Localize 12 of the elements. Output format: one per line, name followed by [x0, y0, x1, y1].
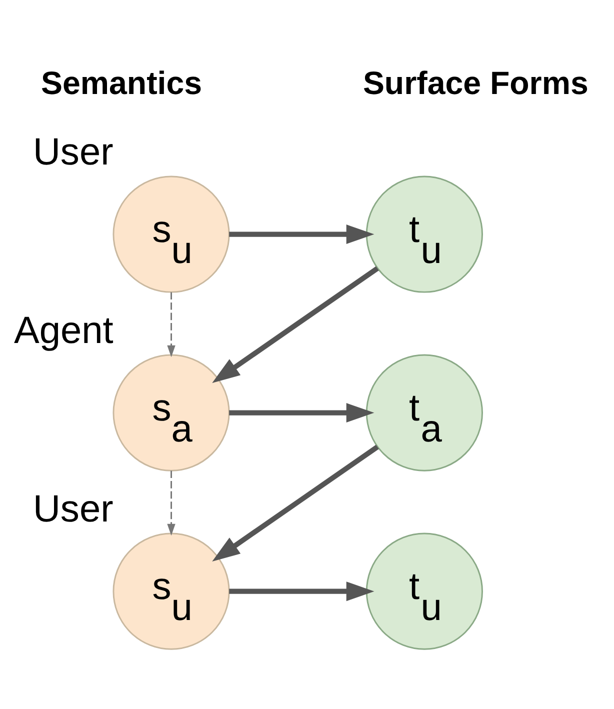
arrow	[212, 444, 379, 562]
node-label: User	[32, 130, 114, 173]
arrow	[229, 581, 374, 601]
arrow	[229, 402, 374, 422]
arrow	[167, 292, 176, 357]
arrow	[167, 470, 176, 536]
arrow	[229, 224, 374, 244]
arrow	[212, 266, 379, 383]
label: Semantics	[41, 64, 202, 100]
node-label: Agent	[14, 310, 114, 352]
node-label: User	[32, 488, 114, 530]
label: Surface Forms	[362, 64, 588, 100]
